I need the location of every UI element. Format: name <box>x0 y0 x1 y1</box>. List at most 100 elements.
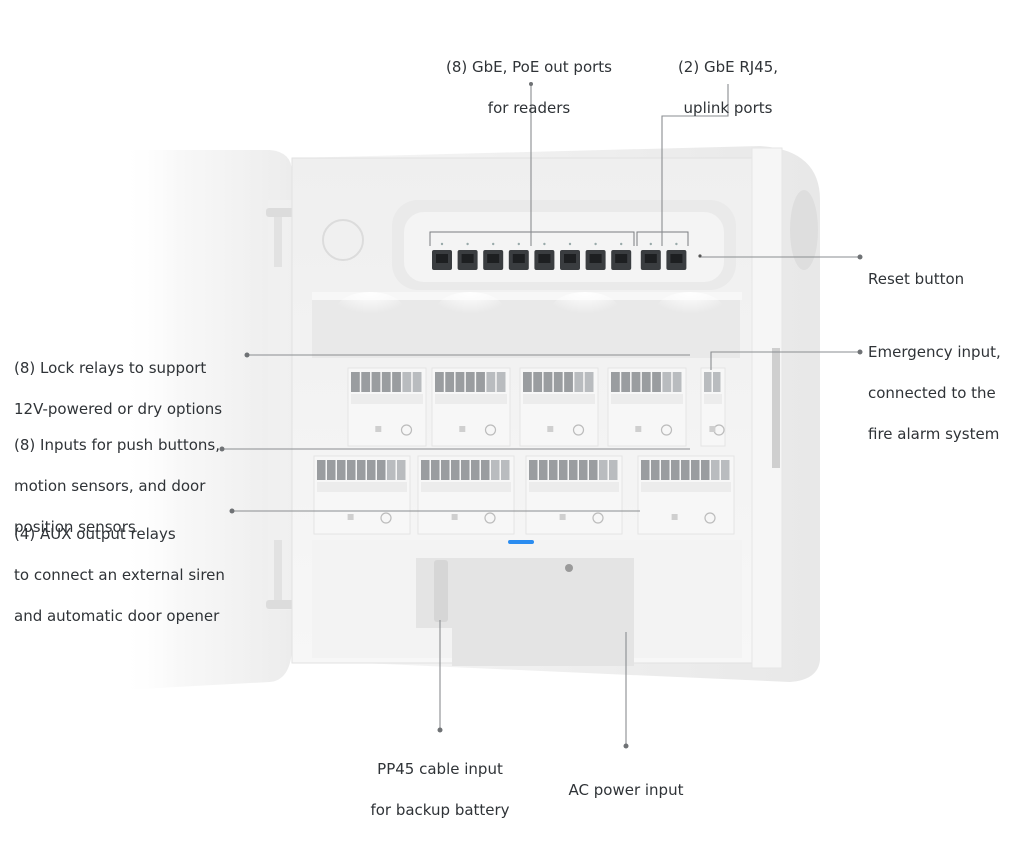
port-socket <box>538 254 551 263</box>
leader-dot <box>857 349 863 355</box>
port-socket <box>644 254 657 263</box>
leader-dot <box>437 727 443 733</box>
port-led <box>675 242 678 246</box>
terminal <box>412 372 422 392</box>
poe-port <box>611 242 632 270</box>
label-lock-relays: (8) Lock relays to support 12V-powered o… <box>14 337 244 440</box>
leader-uplink-ports <box>661 84 729 246</box>
terminal <box>476 372 485 392</box>
enclosure-door <box>120 150 306 690</box>
terminal <box>357 460 366 480</box>
port-led <box>492 242 495 246</box>
status-led <box>508 540 534 544</box>
label-line: 12V-powered or dry options <box>14 399 223 418</box>
port-led <box>440 242 444 246</box>
terminal <box>549 460 558 480</box>
terminal <box>641 460 650 480</box>
dip-switch <box>572 424 585 436</box>
input-aux-module <box>417 455 515 535</box>
terminal <box>367 460 376 480</box>
label-line: (8) GbE, PoE out ports <box>445 57 612 76</box>
terminal <box>671 460 680 480</box>
terminal <box>435 372 444 392</box>
dip-switch <box>380 512 392 524</box>
label-line: motion sensors, and door <box>14 476 206 495</box>
terminal <box>402 372 412 392</box>
leader-dot <box>219 446 225 452</box>
door-latch <box>772 348 780 468</box>
leader-emergency <box>710 351 860 370</box>
port-led <box>649 242 652 246</box>
port-led <box>466 242 469 246</box>
network-port-panel <box>392 200 736 290</box>
terminal <box>553 372 563 392</box>
terminal <box>533 372 543 392</box>
terminal <box>631 372 641 392</box>
label-line: for backup battery <box>370 800 510 819</box>
terminal <box>661 460 670 480</box>
terminal <box>387 460 396 480</box>
terminal-label-strip <box>317 482 407 492</box>
label-aux: (4) AUX output relays to connect an exte… <box>14 503 234 647</box>
terminal-label-strip <box>641 482 731 492</box>
port-led <box>594 242 597 246</box>
terminal <box>486 372 496 392</box>
label-line: to connect an external siren <box>14 565 225 584</box>
indicator <box>671 514 678 520</box>
terminal-label-strip <box>704 394 722 404</box>
indicator <box>635 426 642 432</box>
uplink-port <box>666 242 687 270</box>
terminal <box>496 372 506 392</box>
label-line: uplink ports <box>683 98 773 117</box>
rj45-ports <box>432 242 687 270</box>
terminal <box>584 372 594 392</box>
terminal <box>451 460 460 480</box>
terminal <box>397 460 406 480</box>
terminal <box>704 372 712 392</box>
port-socket <box>461 254 474 263</box>
dip-switch <box>592 512 604 524</box>
bottom-cutout <box>312 540 742 666</box>
dip-switch <box>484 512 496 524</box>
reset-button[interactable] <box>698 254 702 258</box>
label-line: (2) GbE RJ45, <box>677 57 779 76</box>
terminal <box>621 372 631 392</box>
poe-port <box>585 242 606 270</box>
terminal <box>574 372 584 392</box>
poe-port <box>457 242 478 270</box>
terminal <box>569 460 578 480</box>
label-emergency: Emergency input, connected to the fire a… <box>868 321 1020 465</box>
terminal <box>392 372 401 392</box>
label-line: connected to the <box>868 383 996 402</box>
port-socket <box>564 254 576 263</box>
terminal <box>713 372 721 392</box>
terminal <box>701 460 710 480</box>
label-line: (8) Inputs for push buttons, <box>14 435 221 454</box>
label-line: Emergency input, <box>868 342 1001 361</box>
input-aux-module <box>637 455 735 535</box>
relay-modules <box>313 367 735 535</box>
terminal <box>543 372 553 392</box>
terminal-label-strip <box>351 394 423 404</box>
input-aux-module <box>525 455 623 535</box>
label-line: AC power input <box>568 780 684 799</box>
terminal <box>337 460 346 480</box>
terminal-label-strip <box>523 394 595 404</box>
lock-relay-module <box>519 367 599 447</box>
indicator <box>375 426 382 432</box>
terminal <box>651 460 660 480</box>
terminal <box>491 460 500 480</box>
ac-power-port <box>565 564 573 572</box>
terminal <box>421 460 430 480</box>
label-ac-power: AC power input <box>556 759 696 821</box>
cable-knockout-top <box>322 219 364 261</box>
terminal <box>377 460 386 480</box>
indicator <box>547 426 554 432</box>
indicator <box>347 514 354 520</box>
label-line: position sensors <box>14 517 136 536</box>
label-line: fire alarm system <box>868 424 1000 443</box>
terminal <box>721 460 730 480</box>
terminal <box>599 460 608 480</box>
indicator <box>709 426 716 432</box>
